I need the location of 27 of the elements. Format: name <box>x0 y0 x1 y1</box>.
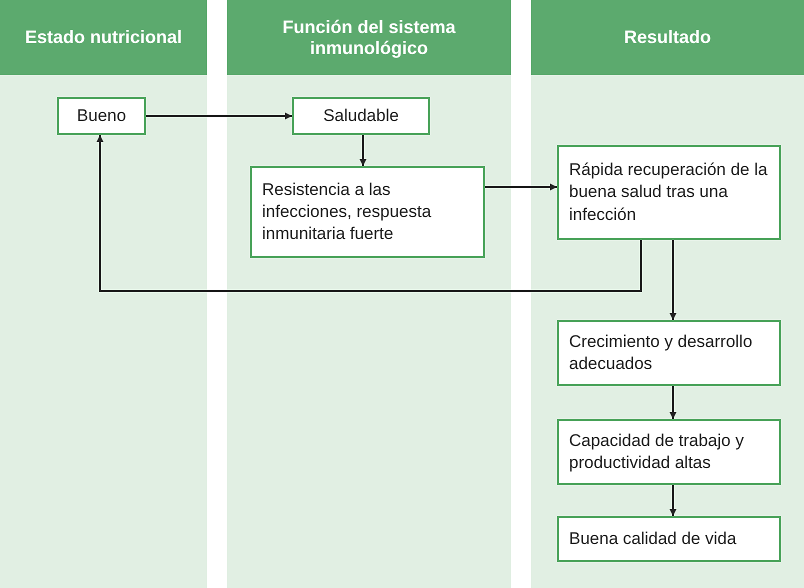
arrow <box>360 135 366 166</box>
process-box <box>250 166 485 258</box>
box-text: Rápida recuperación de la buena salud tras una infección <box>569 159 768 226</box>
arrow <box>670 240 676 320</box>
process-box <box>557 419 781 485</box>
process-box <box>557 516 781 562</box>
arrow <box>670 485 676 516</box>
box-text: Resistencia a las infecciones, respuesta inmunitaria fuerte <box>262 178 432 246</box>
column-band <box>531 0 804 588</box>
box-text: Buena calidad de vida <box>569 528 736 550</box>
process-box <box>557 320 781 386</box>
arrow <box>485 184 557 190</box>
header-text: Resultado <box>624 27 711 48</box>
box-text: Capacidad de trabajo y productividad altas <box>569 430 745 474</box>
process-box <box>57 97 146 135</box>
box-text: Crecimiento y desarrollo adecuados <box>569 330 754 375</box>
process-box <box>557 145 781 240</box>
column-band <box>0 0 207 588</box>
arrow <box>670 386 676 419</box>
box-text: Bueno <box>76 104 126 127</box>
box-text: Saludable <box>323 104 399 127</box>
arrow <box>96 135 642 292</box>
header-text: Función del sistema inmunológico <box>281 16 457 58</box>
column-band <box>227 0 511 588</box>
arrow <box>146 112 292 120</box>
header-text: Estado nutricional <box>24 27 182 48</box>
process-box <box>292 97 430 135</box>
